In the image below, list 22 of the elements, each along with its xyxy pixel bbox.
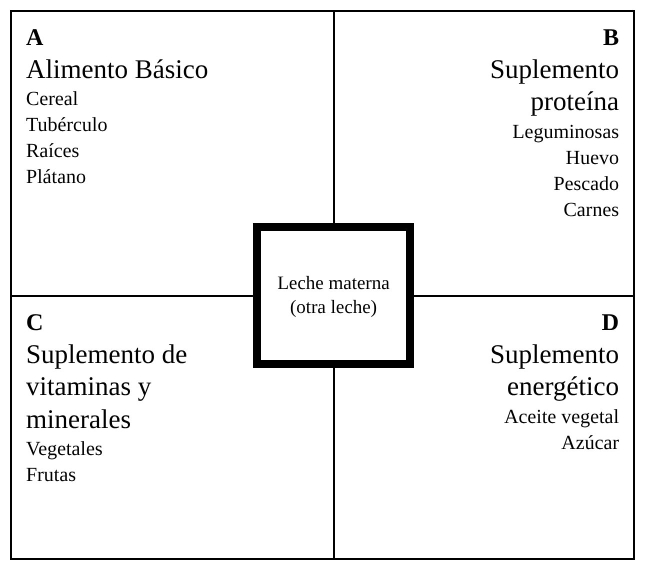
food-item: Azúcar xyxy=(561,430,619,455)
center-label: Leche materna (otra leche) xyxy=(276,272,391,320)
food-item: Frutas xyxy=(26,462,76,487)
food-item: Raíces xyxy=(26,139,80,164)
food-item: Carnes xyxy=(563,198,619,222)
quadrant-title: Suplemento energético xyxy=(489,338,619,403)
food-item: Pescado xyxy=(553,172,619,196)
center-box xyxy=(253,223,414,368)
food-item: Huevo xyxy=(566,146,619,170)
quadrant-letter: B xyxy=(602,24,619,53)
food-item: Cereal xyxy=(26,87,78,112)
quadrant-letter: A xyxy=(26,24,44,53)
food-item: Leguminosas xyxy=(512,120,619,144)
food-item: Vegetales xyxy=(26,436,103,461)
quadrant-title: Suplemento de vitaminas y minerales xyxy=(26,338,188,435)
food-item: Tubérculo xyxy=(26,113,108,138)
food-item: Aceite vegetal xyxy=(504,404,619,429)
food-item: Plátano xyxy=(26,165,86,190)
quadrant-letter: D xyxy=(602,309,619,338)
quadrant-title: Alimento Básico xyxy=(26,52,208,86)
quadrant-letter: C xyxy=(26,309,44,338)
quadrant-title: Suplemento proteína xyxy=(489,52,619,118)
